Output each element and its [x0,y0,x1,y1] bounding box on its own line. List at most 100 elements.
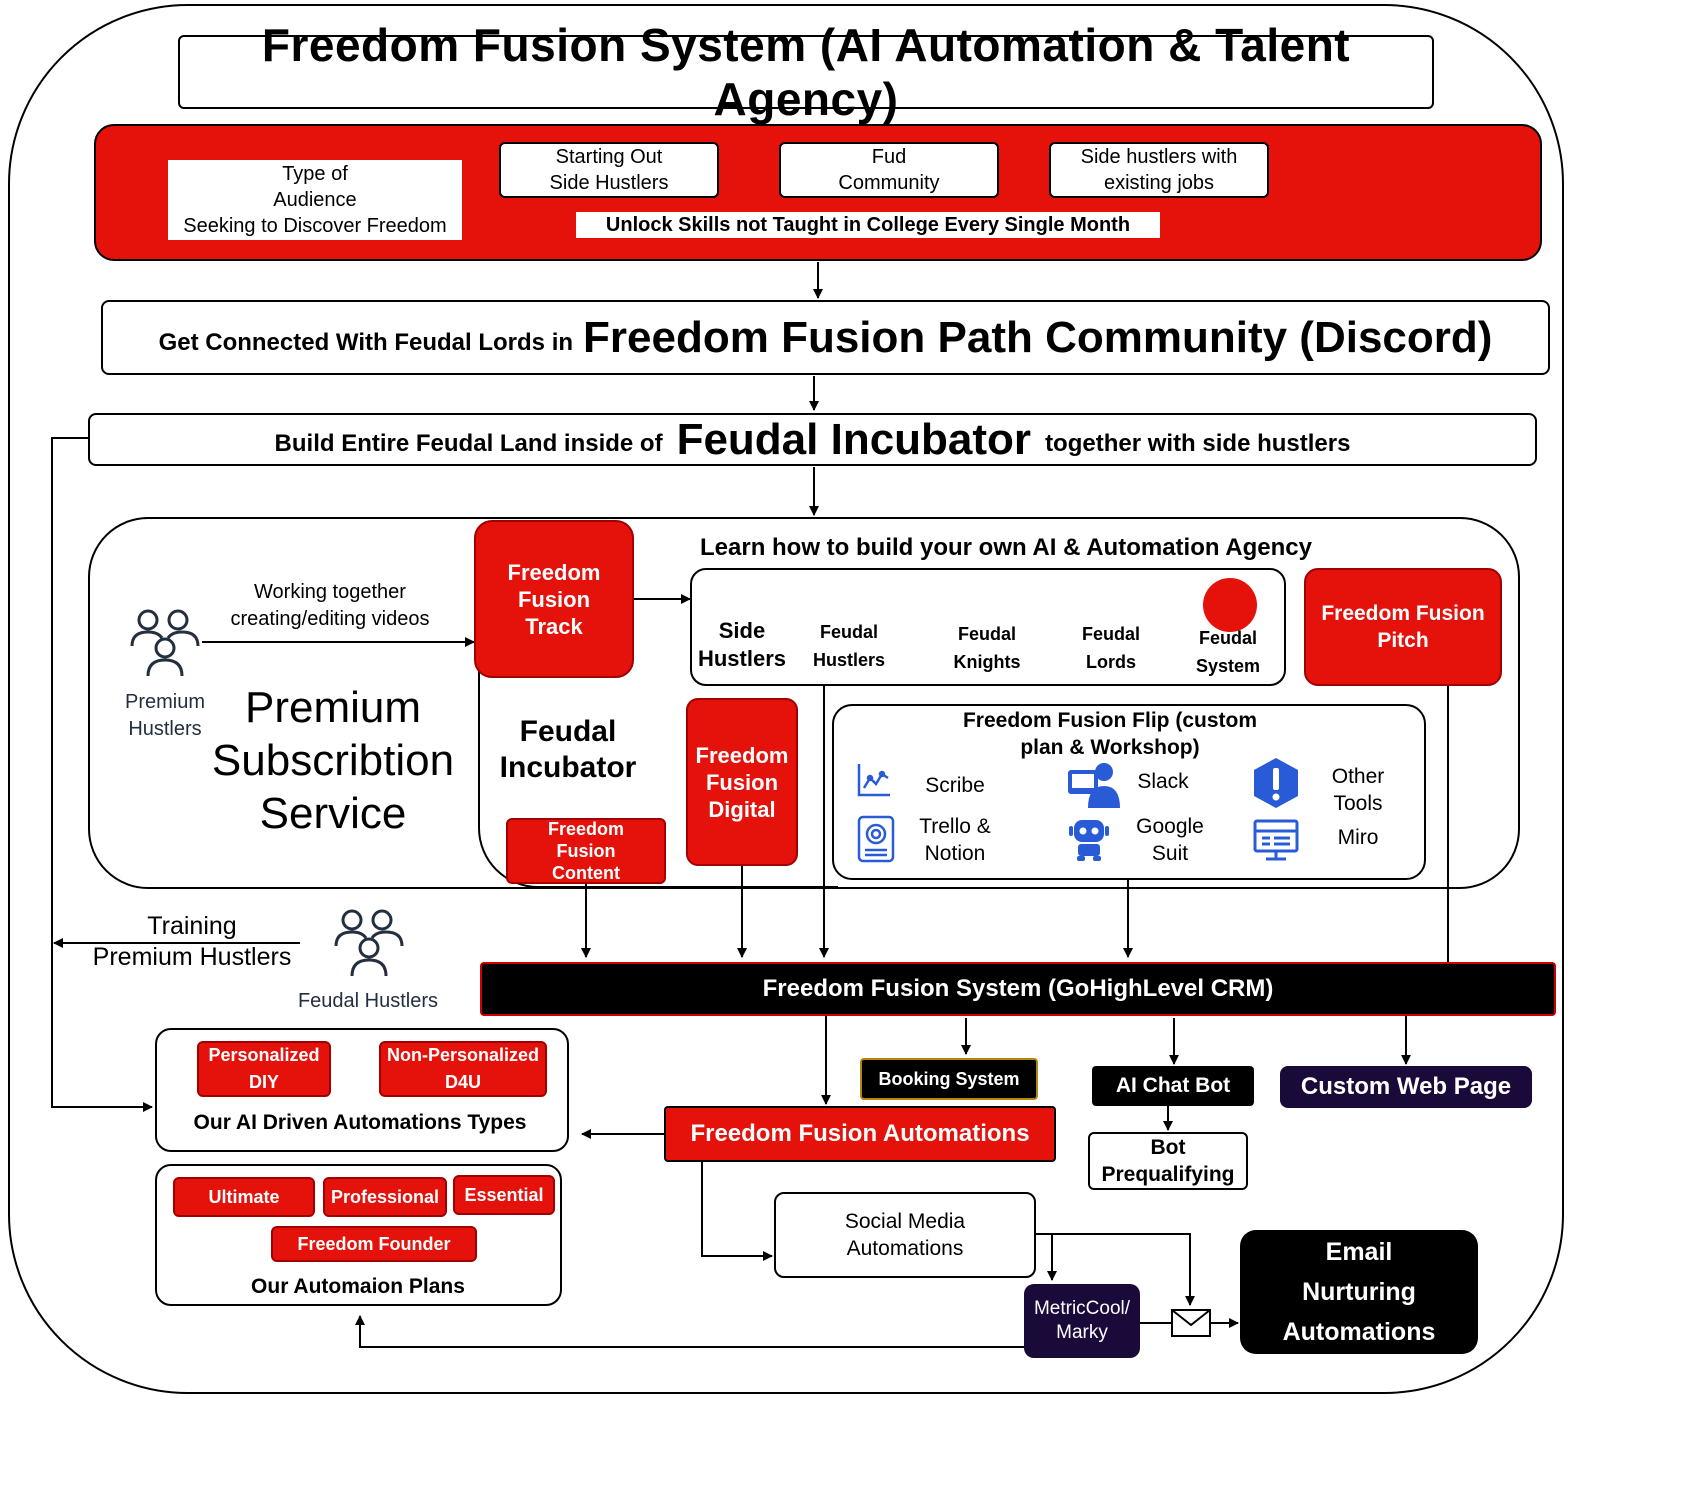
flip-title-text: Freedom Fusion Flip (custom plan & Works… [962,709,1257,759]
audience-tagline: Unlock Skills not Taught in College Ever… [576,212,1160,238]
alert-icon [1250,756,1302,810]
feudal-hustlers-caption-text: Feudal Hustlers [297,989,439,1012]
incubator-bar-prefix: Build Entire Feudal Land inside of [274,429,663,457]
community-prefix: Get Connected With Feudal Lords in [158,328,574,356]
automations-text: Freedom Fusion Automations [690,1120,1030,1147]
incubator-bar-name: Feudal Incubator [676,414,1032,464]
crm-bar: Freedom Fusion System (GoHighLevel CRM) [480,962,1556,1016]
premium-service-label: Premium Subscribtion Service [198,680,468,840]
level-text: Feudal Knights [953,624,1021,672]
audience-segment-text: Fud Community [838,146,940,194]
feudal-hustlers-icon [332,906,406,978]
working-together-label: Working together creating/editing videos [210,578,450,634]
email-nurturing-automations: Email Nurturing Automations [1240,1230,1478,1354]
incubator-bar: Build Entire Feudal Land inside of Feuda… [88,413,1537,466]
track-text: Freedom Fusion Track [507,559,601,639]
feudal-system-dot-icon [1203,578,1257,632]
tool-label: Other Tools [1331,765,1385,815]
level-text: Feudal Lords [1081,624,1140,672]
custom-web-text: Custom Web Page [1300,1073,1512,1100]
premium-hustlers-caption: Premium Hustlers [110,688,220,744]
level-feudal-knights: Feudal Knights [942,618,1032,678]
type-text: Personalized DIY [208,1045,320,1092]
tool-scribe: Scribe [910,772,1000,800]
level-feudal-lords: Feudal Lords [1068,618,1154,678]
automation-types-label-text: Our AI Driven Automations Types [193,1111,527,1134]
bot-prequalifying: Bot Prequalifying [1088,1132,1248,1190]
feudal-incubator-text: Feudal Incubator [499,715,637,784]
plan-essential: Essential [453,1175,555,1215]
community-name: Freedom Fusion Path Community (Discord) [583,312,1493,362]
email-envelope-icon [1171,1309,1211,1337]
incubator-container [88,517,1520,889]
level-feudal-system: Feudal System [1182,622,1274,682]
content-text: Freedom Fusion Content [547,819,625,883]
automation-types-box [155,1028,569,1152]
flip-title: Freedom Fusion Flip (custom plan & Works… [900,706,1320,762]
plan-text: Professional [330,1186,440,1207]
automation-types-label: Our AI Driven Automations Types [160,1108,560,1138]
audience-label: Type of Audience Seeking to Discover Fre… [168,160,462,240]
plan-ultimate: Ultimate [173,1177,315,1217]
audience-segment-existing-jobs: Side hustlers with existing jobs [1049,142,1269,198]
crm-text: Freedom Fusion System (GoHighLevel CRM) [762,975,1274,1002]
tool-label: Slack [1137,770,1189,793]
metricool-text: MetricCool/ Marky [1033,1298,1131,1343]
users-group-icon [128,606,202,678]
bot-prequal-text: Bot Prequalifying [1101,1136,1235,1186]
feudal-hustlers-caption: Feudal Hustlers [282,986,454,1016]
incubator-inner-container [478,560,838,888]
metricool-marky: MetricCool/ Marky [1024,1284,1140,1358]
feudal-incubator-label: Feudal Incubator [488,712,648,788]
freedom-fusion-pitch: Freedom Fusion Pitch [1304,568,1502,686]
tool-label: Trello & Notion [919,815,991,865]
tool-label: Miro [1337,826,1379,849]
booking-system: Booking System [860,1058,1038,1100]
dashboard-icon [1252,818,1300,862]
chart-icon [856,762,892,798]
custom-web-page: Custom Web Page [1280,1066,1532,1108]
tool-label: Google Suit [1136,815,1204,865]
social-text: Social Media Automations [844,1210,966,1260]
robot-icon [1068,816,1110,862]
ai-chat-text: AI Chat Bot [1115,1074,1231,1097]
page-title: Freedom Fusion System (AI Automation & T… [178,19,1434,125]
level-side-hustlers: Side Hustlers [694,614,790,676]
levels-box [690,568,1286,686]
plans-label: Our Automaion Plans [160,1272,556,1302]
robot-head-icon [856,814,896,864]
community-bar: Get Connected With Feudal Lords in Freed… [101,300,1550,375]
premium-service-text: Premium Subscribtion Service [211,682,455,838]
plan-freedom-founder: Freedom Founder [271,1226,477,1262]
audience-segment-text: Side hustlers with existing jobs [1080,146,1238,194]
page-title-text: Freedom Fusion System (AI Automation & T… [261,19,1351,125]
audience-segment-starting-out: Starting Out Side Hustlers [499,142,719,198]
tool-trello-notion: Trello & Notion [900,812,1010,868]
plan-professional: Professional [323,1177,447,1217]
premium-hustlers-caption-text: Premium Hustlers [124,691,205,740]
plans-box [155,1164,562,1306]
booking-text: Booking System [878,1068,1020,1089]
plan-text: Ultimate [208,1186,280,1207]
level-text: Side Hustlers [697,618,787,671]
tool-miro: Miro [1322,824,1394,852]
tool-other-tools: Other Tools [1312,762,1404,818]
diagram-frame [8,4,1564,1394]
type-text: Non-Personalized D4U [386,1045,540,1092]
ai-chat-bot: AI Chat Bot [1092,1066,1254,1106]
tool-google-suit: Google Suit [1120,812,1220,868]
user-desk-icon [1066,762,1122,808]
pitch-text: Freedom Fusion Pitch [1321,602,1485,652]
audience-tagline-text: Unlock Skills not Taught in College Ever… [605,213,1131,236]
level-text: Feudal Hustlers [812,622,886,670]
freedom-fusion-digital: Freedom Fusion Digital [686,698,798,866]
type-personalized-diy: Personalized DIY [197,1041,331,1097]
audience-segment-fud: Fud Community [779,142,999,198]
working-together-text: Working together creating/editing videos [230,581,430,630]
learn-title: Learn how to build your own AI & Automat… [700,534,1312,561]
flip-box [832,704,1426,880]
type-non-personalized-d4u: Non-Personalized D4U [379,1041,547,1097]
training-label-text: Training Premium Hustlers [92,912,292,971]
audience-segment-text: Starting Out Side Hustlers [549,146,669,194]
